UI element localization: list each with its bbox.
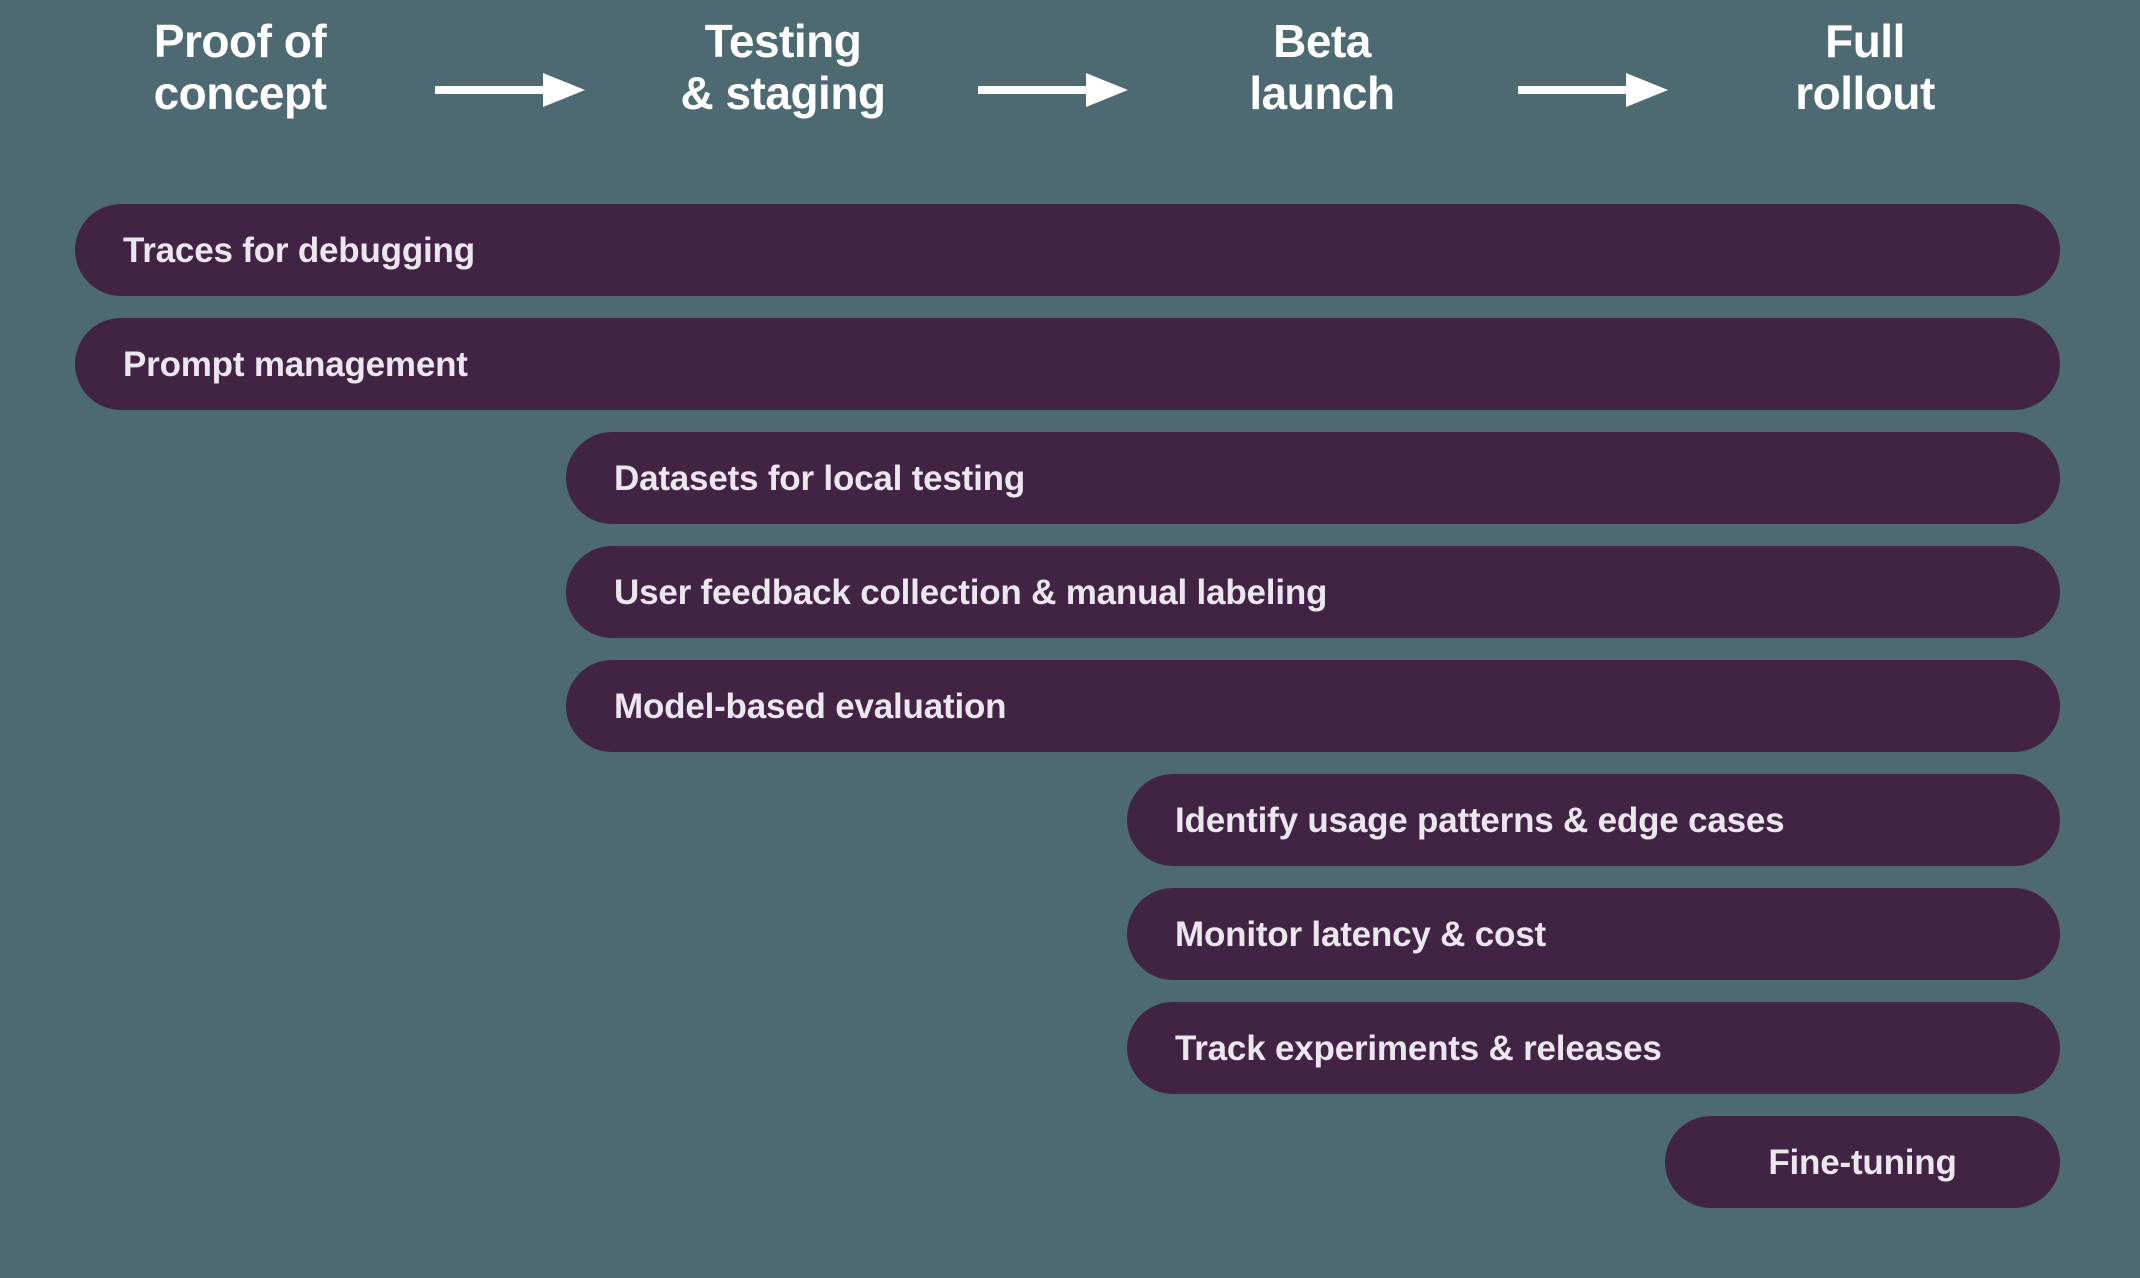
capability-bar-label: Identify usage patterns & edge cases xyxy=(1175,800,1785,840)
capability-bar[interactable]: Prompt management xyxy=(75,318,2060,410)
stage-label-3: Beta launch xyxy=(1249,15,1395,119)
stage-header-row: Proof of concept Testing & staging Beta la… xyxy=(0,0,2140,160)
arrow-right-icon xyxy=(978,70,1128,110)
capability-bar[interactable]: Monitor latency & cost xyxy=(1127,888,2060,980)
stage-label-2: Testing & staging xyxy=(680,15,886,119)
capability-bar-label: Datasets for local testing xyxy=(614,458,1026,498)
capability-bar[interactable]: Datasets for local testing xyxy=(566,432,2060,524)
arrow-right-icon xyxy=(435,70,585,110)
stage-label-4: Full rollout xyxy=(1795,15,1935,119)
stage-label-1: Proof of concept xyxy=(153,15,327,119)
capability-bar[interactable]: User feedback collection & manual labeli… xyxy=(566,546,2060,638)
capability-bar[interactable]: Fine-tuning xyxy=(1665,1116,2060,1208)
capability-bar-label: Prompt management xyxy=(123,344,468,384)
capability-bar[interactable]: Track experiments & releases xyxy=(1127,1002,2060,1094)
arrow-right-icon xyxy=(1518,70,1668,110)
capability-bar-label: Fine-tuning xyxy=(1768,1142,1957,1182)
capability-bar-label: Monitor latency & cost xyxy=(1175,914,1546,954)
capability-bar-label: Traces for debugging xyxy=(123,230,475,270)
capability-bar[interactable]: Identify usage patterns & edge cases xyxy=(1127,774,2060,866)
capability-bar[interactable]: Model-based evaluation xyxy=(566,660,2060,752)
capability-bar-label: Track experiments & releases xyxy=(1175,1028,1662,1068)
capability-bar-label: Model-based evaluation xyxy=(614,686,1007,726)
capability-bar-label: User feedback collection & manual labeli… xyxy=(614,572,1328,612)
capability-bar[interactable]: Traces for debugging xyxy=(75,204,2060,296)
